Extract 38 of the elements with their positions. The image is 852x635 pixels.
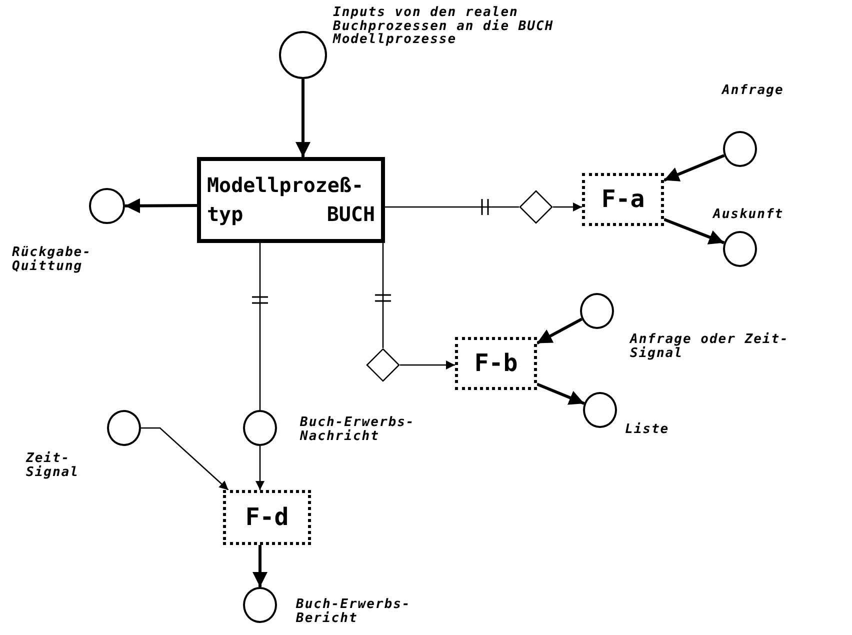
arrow — [400, 360, 455, 370]
connector-line — [382, 243, 384, 348]
event-circle — [583, 392, 617, 428]
event-circle — [243, 410, 277, 446]
arrow — [256, 446, 264, 490]
event-caption: Rückgabe- Quittung — [12, 246, 92, 274]
process-box: Modellprozeß- typ BUCH — [197, 157, 385, 243]
event-caption: Anfrage oder Zeit-Signal — [630, 333, 790, 360]
event-caption: Buch-Erwerbs- Nachricht — [300, 416, 416, 444]
event-circle — [723, 231, 757, 267]
event-caption: Buch-Erwerbs- Bericht — [296, 598, 412, 626]
event-caption: Zeit- Signal — [26, 452, 80, 480]
event-caption: Liste — [625, 423, 670, 437]
relationship-diamond — [519, 190, 553, 224]
event-circle — [89, 188, 125, 224]
event-caption: Anfrage — [722, 84, 785, 98]
event-circle — [723, 131, 757, 167]
event-circle — [580, 293, 614, 329]
event-circle — [107, 410, 141, 446]
thick-arrow — [536, 382, 585, 405]
connector-line — [259, 243, 261, 410]
function-box: F-b — [455, 337, 537, 390]
arrow — [553, 202, 582, 212]
thick-arrow — [296, 79, 310, 157]
event-circle — [279, 31, 327, 79]
thick-arrow — [536, 318, 583, 345]
thick-arrow — [663, 218, 725, 244]
thick-arrow — [252, 545, 268, 587]
connector-line — [385, 206, 519, 208]
event-circle — [243, 587, 277, 623]
relationship-diamond — [366, 348, 400, 382]
function-box: F-d — [223, 490, 311, 545]
thick-arrow — [663, 154, 725, 182]
event-caption: Auskunft — [713, 208, 785, 222]
thick-arrow — [124, 198, 198, 214]
function-box: F-a — [582, 173, 664, 226]
arrow — [141, 427, 229, 490]
event-caption: Inputs von den realen Buchprozessen an die BUCH Modellprozesse — [333, 6, 555, 47]
